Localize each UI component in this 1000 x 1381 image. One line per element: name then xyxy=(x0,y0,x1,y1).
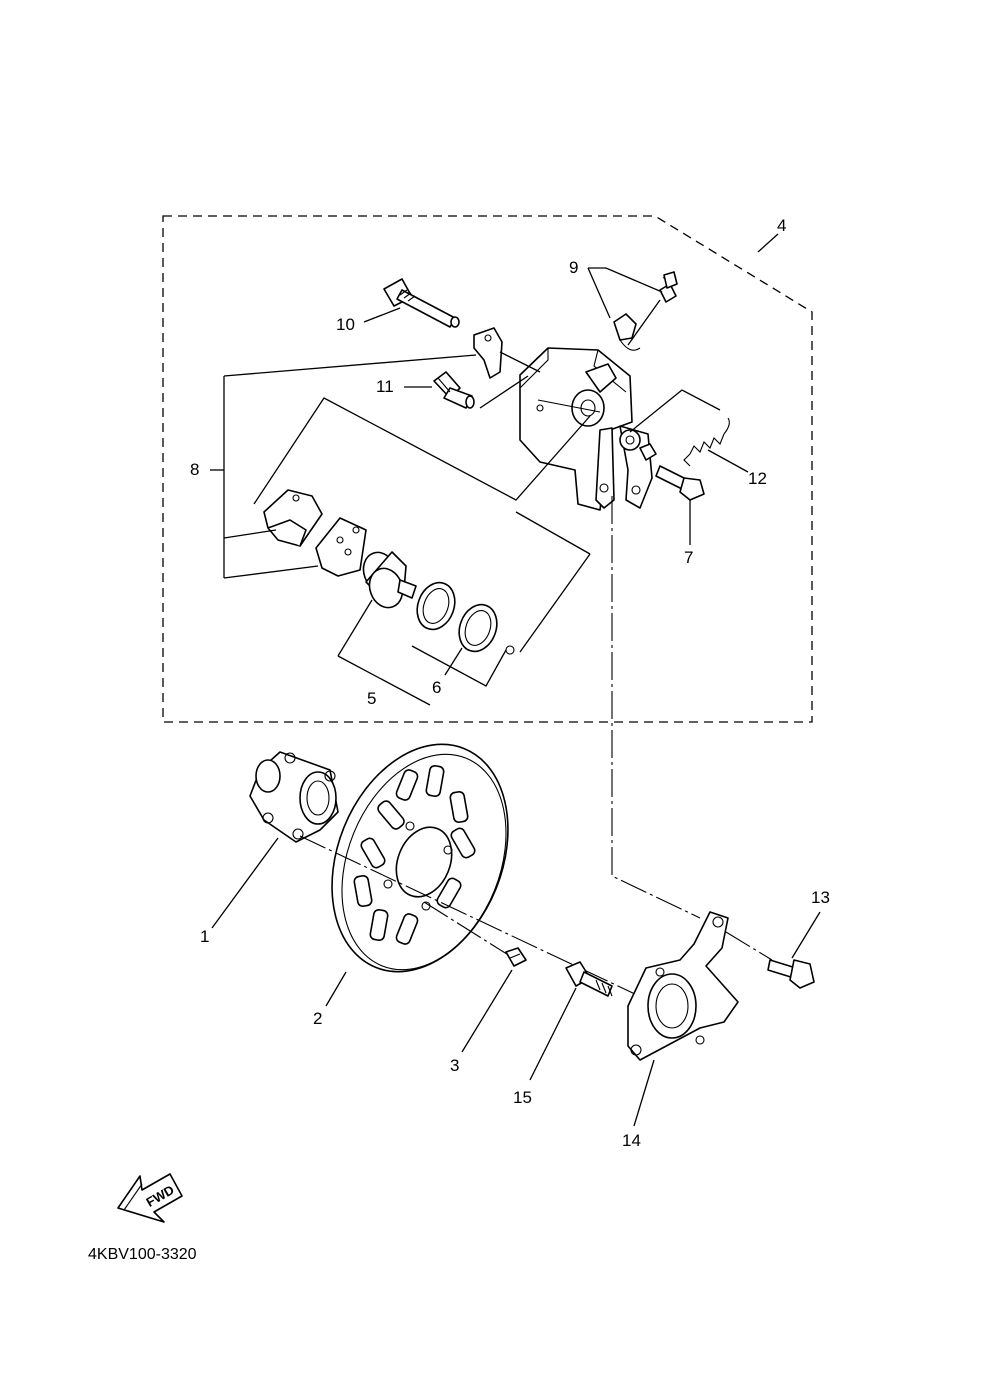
axle-centerline xyxy=(299,835,653,1003)
callout-9: 9 xyxy=(569,258,578,277)
callout-7: 7 xyxy=(684,548,693,567)
caliper-bolt-part xyxy=(655,465,705,501)
brake-pad-outer-part xyxy=(263,489,323,547)
callout-12: 12 xyxy=(748,469,767,488)
callout-3: 3 xyxy=(450,1056,459,1075)
leader-lines-group xyxy=(210,233,779,706)
lower-leader-lines xyxy=(211,837,821,1127)
caliper-pin-part xyxy=(433,371,475,409)
brake-pad-inner-part xyxy=(315,517,367,577)
pin-bolt-part xyxy=(383,278,460,328)
bracket-bolt-part xyxy=(565,961,613,997)
brake-disc-part xyxy=(331,743,509,973)
callout-10: 10 xyxy=(336,315,355,334)
callout-1: 1 xyxy=(200,927,209,946)
caliper-assembly-boundary xyxy=(162,215,813,723)
callout-5: 5 xyxy=(367,689,376,708)
fwd-arrow-icon: FWD xyxy=(117,1173,183,1223)
bleed-screw-part xyxy=(613,271,678,351)
callout-8: 8 xyxy=(190,460,199,479)
mount-bolt-centerline xyxy=(725,931,773,961)
callout-2: 2 xyxy=(313,1009,322,1028)
callout-15: 15 xyxy=(513,1088,532,1107)
dust-seal-part xyxy=(458,603,498,653)
hub-part xyxy=(249,751,339,843)
callout-6: 6 xyxy=(432,678,441,697)
drawing-code: 4KBV100-3320 xyxy=(88,1246,197,1263)
callout-11: 11 xyxy=(376,377,394,396)
caliper-body-part xyxy=(519,347,657,511)
bolt-centerline xyxy=(423,901,511,957)
piston-seal-part xyxy=(416,581,456,631)
callout-4: 4 xyxy=(777,216,786,235)
small-ring-part xyxy=(505,645,515,655)
piston-part xyxy=(362,551,417,609)
disc-screw-part xyxy=(505,947,527,967)
callout-14: 14 xyxy=(622,1131,641,1150)
bracket-mount-bolt-part xyxy=(767,959,815,989)
caliper-bracket-part xyxy=(627,911,739,1061)
return-spring-part xyxy=(683,417,730,467)
pad-clip-part xyxy=(473,327,503,379)
assembly-centerline xyxy=(611,496,701,919)
callout-13: 13 xyxy=(811,888,830,907)
